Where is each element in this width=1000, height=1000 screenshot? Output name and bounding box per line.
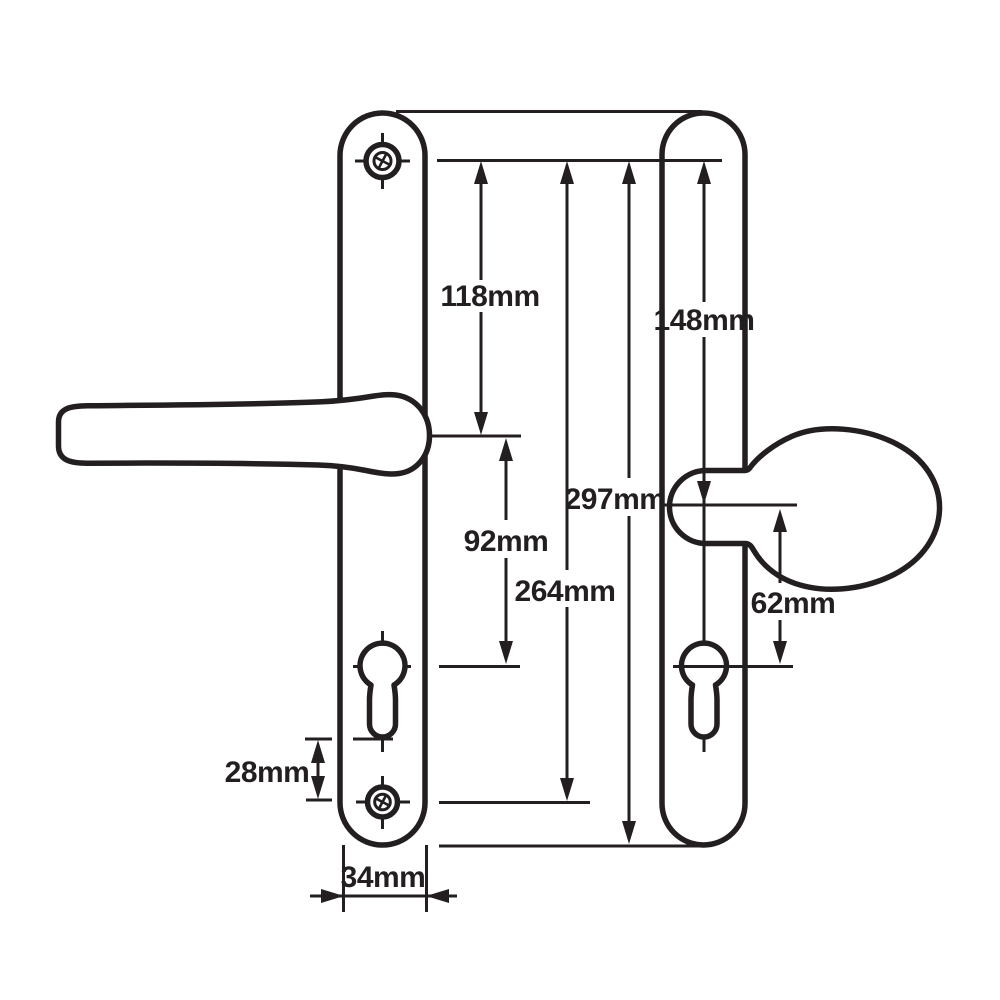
lever-handle bbox=[55, 391, 433, 477]
dimension-lines bbox=[310, 161, 787, 903]
top-screw-icon bbox=[355, 133, 410, 189]
dimension-label-264mm: 264mm bbox=[515, 575, 616, 608]
dimension-label-297mm: 297mm bbox=[565, 483, 666, 516]
dimension-label-92mm: 92mm bbox=[464, 525, 549, 558]
dimension-label-118mm: 118mm bbox=[440, 280, 539, 313]
dimension-label-28mm: 28mm bbox=[225, 756, 310, 789]
dimension-label-34mm: 34mm bbox=[341, 861, 426, 894]
bottom-screw-icon bbox=[356, 776, 410, 829]
dimension-label-148mm: 148mm bbox=[654, 304, 755, 337]
extension-lines bbox=[305, 159, 797, 912]
dimension-label-62mm: 62mm bbox=[751, 587, 836, 620]
euro-cylinder-cutout-left bbox=[353, 631, 411, 752]
pad-handle bbox=[666, 426, 943, 592]
